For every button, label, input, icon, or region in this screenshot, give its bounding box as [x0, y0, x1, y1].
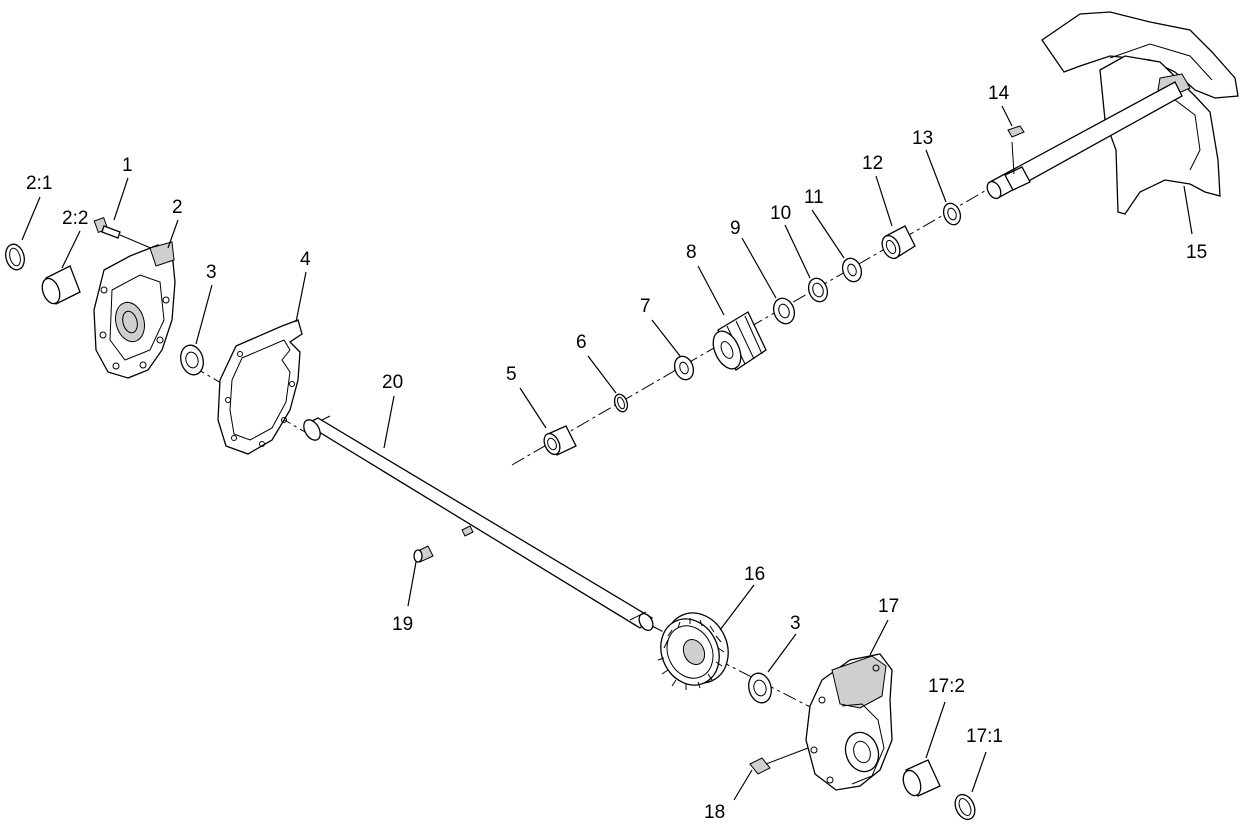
- callout-18: 18: [704, 802, 725, 823]
- part-17-2-bushing: [902, 759, 941, 797]
- callout-6: 6: [576, 332, 587, 353]
- callout-19: 19: [392, 614, 413, 635]
- callout-3-right: 3: [790, 613, 801, 634]
- part-13-washer: [942, 202, 962, 226]
- part-12-bushing: [881, 225, 916, 260]
- part-6-snap-ring: [613, 393, 629, 413]
- part-17-right-housing: [805, 653, 893, 791]
- callout-7: 7: [640, 296, 651, 317]
- part-8-worm-gear: [712, 311, 767, 371]
- callout-13: 13: [912, 128, 933, 149]
- part-20-shaft: [303, 415, 654, 632]
- part-17-1-snap-ring: [954, 793, 976, 821]
- callout-9: 9: [730, 218, 741, 239]
- callout-5: 5: [506, 364, 517, 385]
- callout-4: 4: [300, 249, 311, 270]
- part-14-key: [1007, 125, 1025, 138]
- part-4-gasket: [217, 319, 303, 455]
- callout-2-1: 2:1: [26, 173, 52, 194]
- callout-11: 11: [804, 187, 824, 208]
- callout-2-2: 2:2: [62, 208, 88, 229]
- callout-17-2: 17:2: [928, 676, 965, 697]
- callout-16: 16: [744, 564, 765, 585]
- callout-14: 14: [988, 83, 1010, 104]
- leader-lines: [21, 105, 1193, 801]
- part-3-washer-right: [748, 672, 772, 704]
- callout-17: 17: [878, 596, 899, 617]
- part-7-washer: [673, 355, 695, 381]
- part-3-washer-left: [180, 344, 204, 376]
- part-11-washer: [841, 257, 863, 283]
- part-2-2-bushing: [41, 265, 81, 305]
- callout-1: 1: [122, 155, 133, 176]
- part-16-gear: [657, 612, 729, 690]
- part-10-washer: [807, 277, 829, 303]
- callout-17-1: 17:1: [966, 726, 1003, 747]
- callout-20: 20: [382, 372, 403, 393]
- part-19-key: [413, 545, 434, 563]
- callout-3-left: 3: [206, 262, 217, 283]
- part-5-bushing: [543, 425, 577, 456]
- callout-15: 15: [1186, 242, 1207, 263]
- upper-shaft: [986, 81, 1183, 200]
- part-2-left-housing: [93, 241, 176, 379]
- callout-2: 2: [172, 197, 183, 218]
- part-18-fitting: [749, 747, 809, 775]
- callout-12: 12: [862, 153, 883, 174]
- part-9-washer: [772, 297, 796, 325]
- part-1-bolt: [93, 217, 161, 253]
- callout-8: 8: [686, 242, 697, 263]
- callout-10: 10: [770, 203, 791, 224]
- part-2-1-snap-ring: [5, 243, 25, 271]
- callout-labels: 2:1 2:2 1 2 3 4 20 5 6 7 8 9 10 11 12 13…: [26, 83, 1207, 823]
